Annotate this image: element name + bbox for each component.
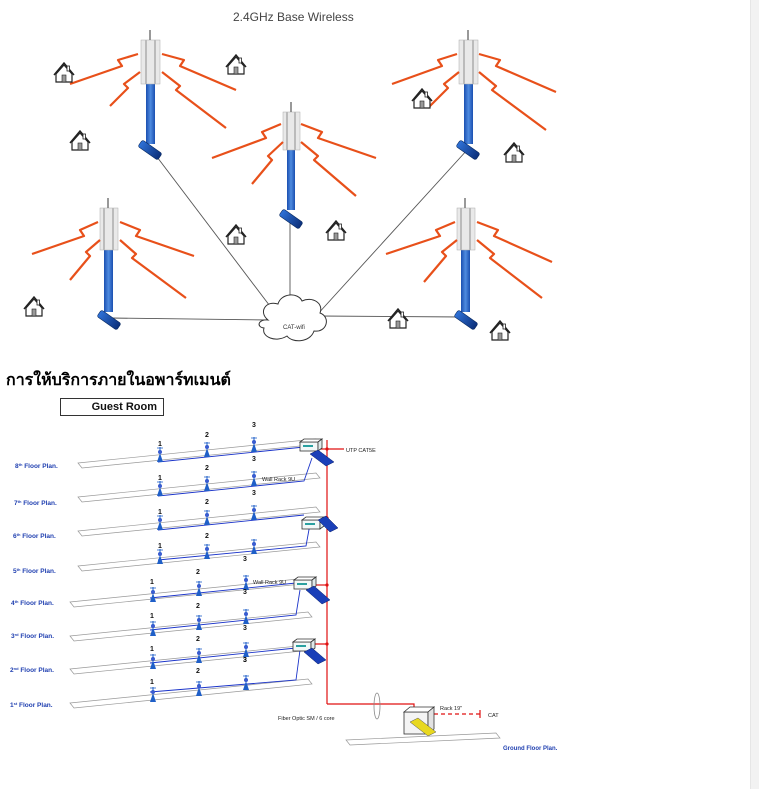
svg-text:2: 2: [205, 533, 209, 540]
floor-label-4: 4th Floor Plan.: [11, 599, 54, 607]
svg-text:1: 1: [150, 613, 154, 620]
ground-floor: [345, 706, 501, 746]
svg-text:3: 3: [243, 556, 247, 563]
svg-text:2: 2: [196, 603, 200, 610]
floor-label-3: 3rd Floor Plan.: [11, 632, 54, 640]
utp-label: UTP CAT5E: [346, 448, 376, 454]
scrollbar-track[interactable]: [750, 0, 759, 789]
svg-text:1: 1: [158, 543, 162, 550]
wireless-tower-4: [96, 198, 122, 331]
wireless-tower-1: [137, 30, 163, 161]
wireless-tower-3: [455, 30, 481, 161]
floor-label-7: 7th Floor Plan.: [14, 499, 57, 507]
svg-text:1: 1: [150, 679, 154, 686]
riser-cable: [310, 440, 481, 718]
top-diagram-title: 2.4GHz Base Wireless: [233, 10, 354, 24]
house-icon: [411, 88, 433, 109]
ap-number-labels: 123 123 123 123 123 123 123 123: [150, 422, 256, 686]
ground-floor-label: Ground Floor Plan.: [503, 746, 558, 752]
svg-text:1: 1: [150, 646, 154, 653]
house-icon: [503, 142, 525, 163]
floor-label-5: 5th Floor Plan.: [13, 567, 56, 575]
svg-text:3: 3: [243, 625, 247, 632]
wall-rack-label-1: Wall Rack 9U: [262, 477, 295, 483]
svg-text:1: 1: [158, 441, 162, 448]
building-labels: UTP CAT5E Wall Rack 9U Wall Rack 9U Rack…: [253, 448, 558, 752]
svg-text:2: 2: [205, 499, 209, 506]
house-icon: [53, 62, 75, 83]
guest-room-label: Guest Room: [60, 398, 164, 416]
svg-text:3: 3: [243, 589, 247, 596]
floor-label-2: 2nd Floor Plan.: [10, 666, 54, 674]
svg-text:2: 2: [196, 668, 200, 675]
svg-text:3: 3: [252, 490, 256, 497]
floor-label-8: 8th Floor Plan.: [15, 462, 58, 470]
svg-text:2: 2: [205, 465, 209, 472]
house-icon: [325, 220, 347, 241]
svg-text:1: 1: [150, 579, 154, 586]
section-heading: การให้บริการภายในอพาร์ทเมนต์: [6, 370, 231, 389]
house-icon: [225, 224, 247, 245]
floor-label-6: 6th Floor Plan.: [13, 532, 56, 540]
svg-text:2: 2: [196, 569, 200, 576]
house-icons: [23, 54, 525, 341]
backbone-links: [108, 148, 469, 323]
cloud-label: CAT-wifi: [283, 325, 305, 331]
svg-text:1: 1: [158, 475, 162, 482]
floor-labels: 8th Floor Plan. 7th Floor Plan. 6th Floo…: [10, 462, 58, 709]
cat-label: CAT: [488, 713, 499, 719]
house-icon: [69, 130, 91, 151]
svg-text:3: 3: [243, 657, 247, 664]
house-icon: [489, 320, 511, 341]
svg-text:3: 3: [252, 422, 256, 429]
svg-text:1: 1: [158, 509, 162, 516]
floor-label-1: 1st Floor Plan.: [10, 701, 53, 709]
wireless-tower-2: [278, 102, 304, 230]
fiber-coil: [373, 692, 381, 720]
house-icon: [23, 296, 45, 317]
rack19-label: Rack 19": [440, 706, 462, 712]
patch-devices: [303, 449, 339, 665]
house-icon: [387, 308, 409, 329]
cat-wifi-cloud: CAT-wifi: [258, 294, 327, 342]
fiber-label: Fiber Optic SM / 6 core: [278, 716, 335, 722]
wall-rack-label-2: Wall Rack 9U: [253, 580, 286, 586]
wireless-tower-5: [453, 198, 479, 331]
svg-text:3: 3: [252, 456, 256, 463]
svg-text:2: 2: [196, 636, 200, 643]
house-icon: [225, 54, 247, 75]
svg-text:3: 3: [243, 657, 247, 664]
signal-waves: [31, 52, 557, 299]
svg-text:2: 2: [205, 432, 209, 439]
